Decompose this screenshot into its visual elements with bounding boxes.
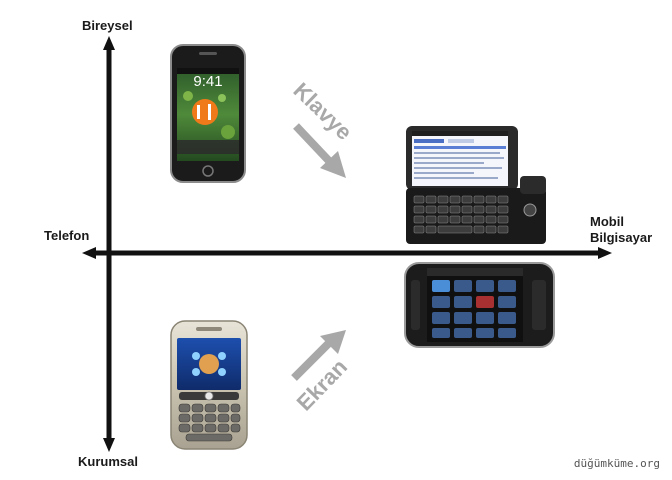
- horizontal-axis: [82, 247, 612, 259]
- axis-arrowhead-left: [82, 247, 96, 259]
- axis-label-bottom: Kurumsal: [78, 454, 138, 469]
- clownfish-icon: [192, 99, 218, 125]
- g1-slider-phone-image: [406, 126, 546, 244]
- watermark: düğümküme.org: [573, 457, 660, 470]
- iphone-clock: 9:41: [193, 73, 222, 90]
- axis-arrowhead-down: [103, 438, 115, 452]
- axis-label-right-line1: Mobil: [590, 214, 624, 229]
- vertical-axis: [103, 36, 115, 452]
- trackball-icon: [204, 391, 214, 401]
- axis-label-top: Bireysel: [82, 18, 133, 33]
- axis-label-left: Telefon: [44, 228, 90, 243]
- axis-label-right-line2: Bilgisayar: [590, 230, 653, 245]
- trackball-icon: [523, 203, 537, 217]
- axis-arrowhead-right: [598, 247, 612, 259]
- ekran-arrow: [291, 330, 346, 381]
- klavye-arrow: [293, 123, 346, 178]
- blackberry-storm-image: [404, 262, 555, 348]
- ekran-label: Ekran: [292, 354, 352, 415]
- blackberry-curve-image: [170, 320, 248, 450]
- iphone-image: [170, 44, 246, 183]
- axis-arrowhead-up: [103, 36, 115, 50]
- home-button-icon: [202, 165, 214, 177]
- klavye-label: Klavye: [289, 78, 357, 145]
